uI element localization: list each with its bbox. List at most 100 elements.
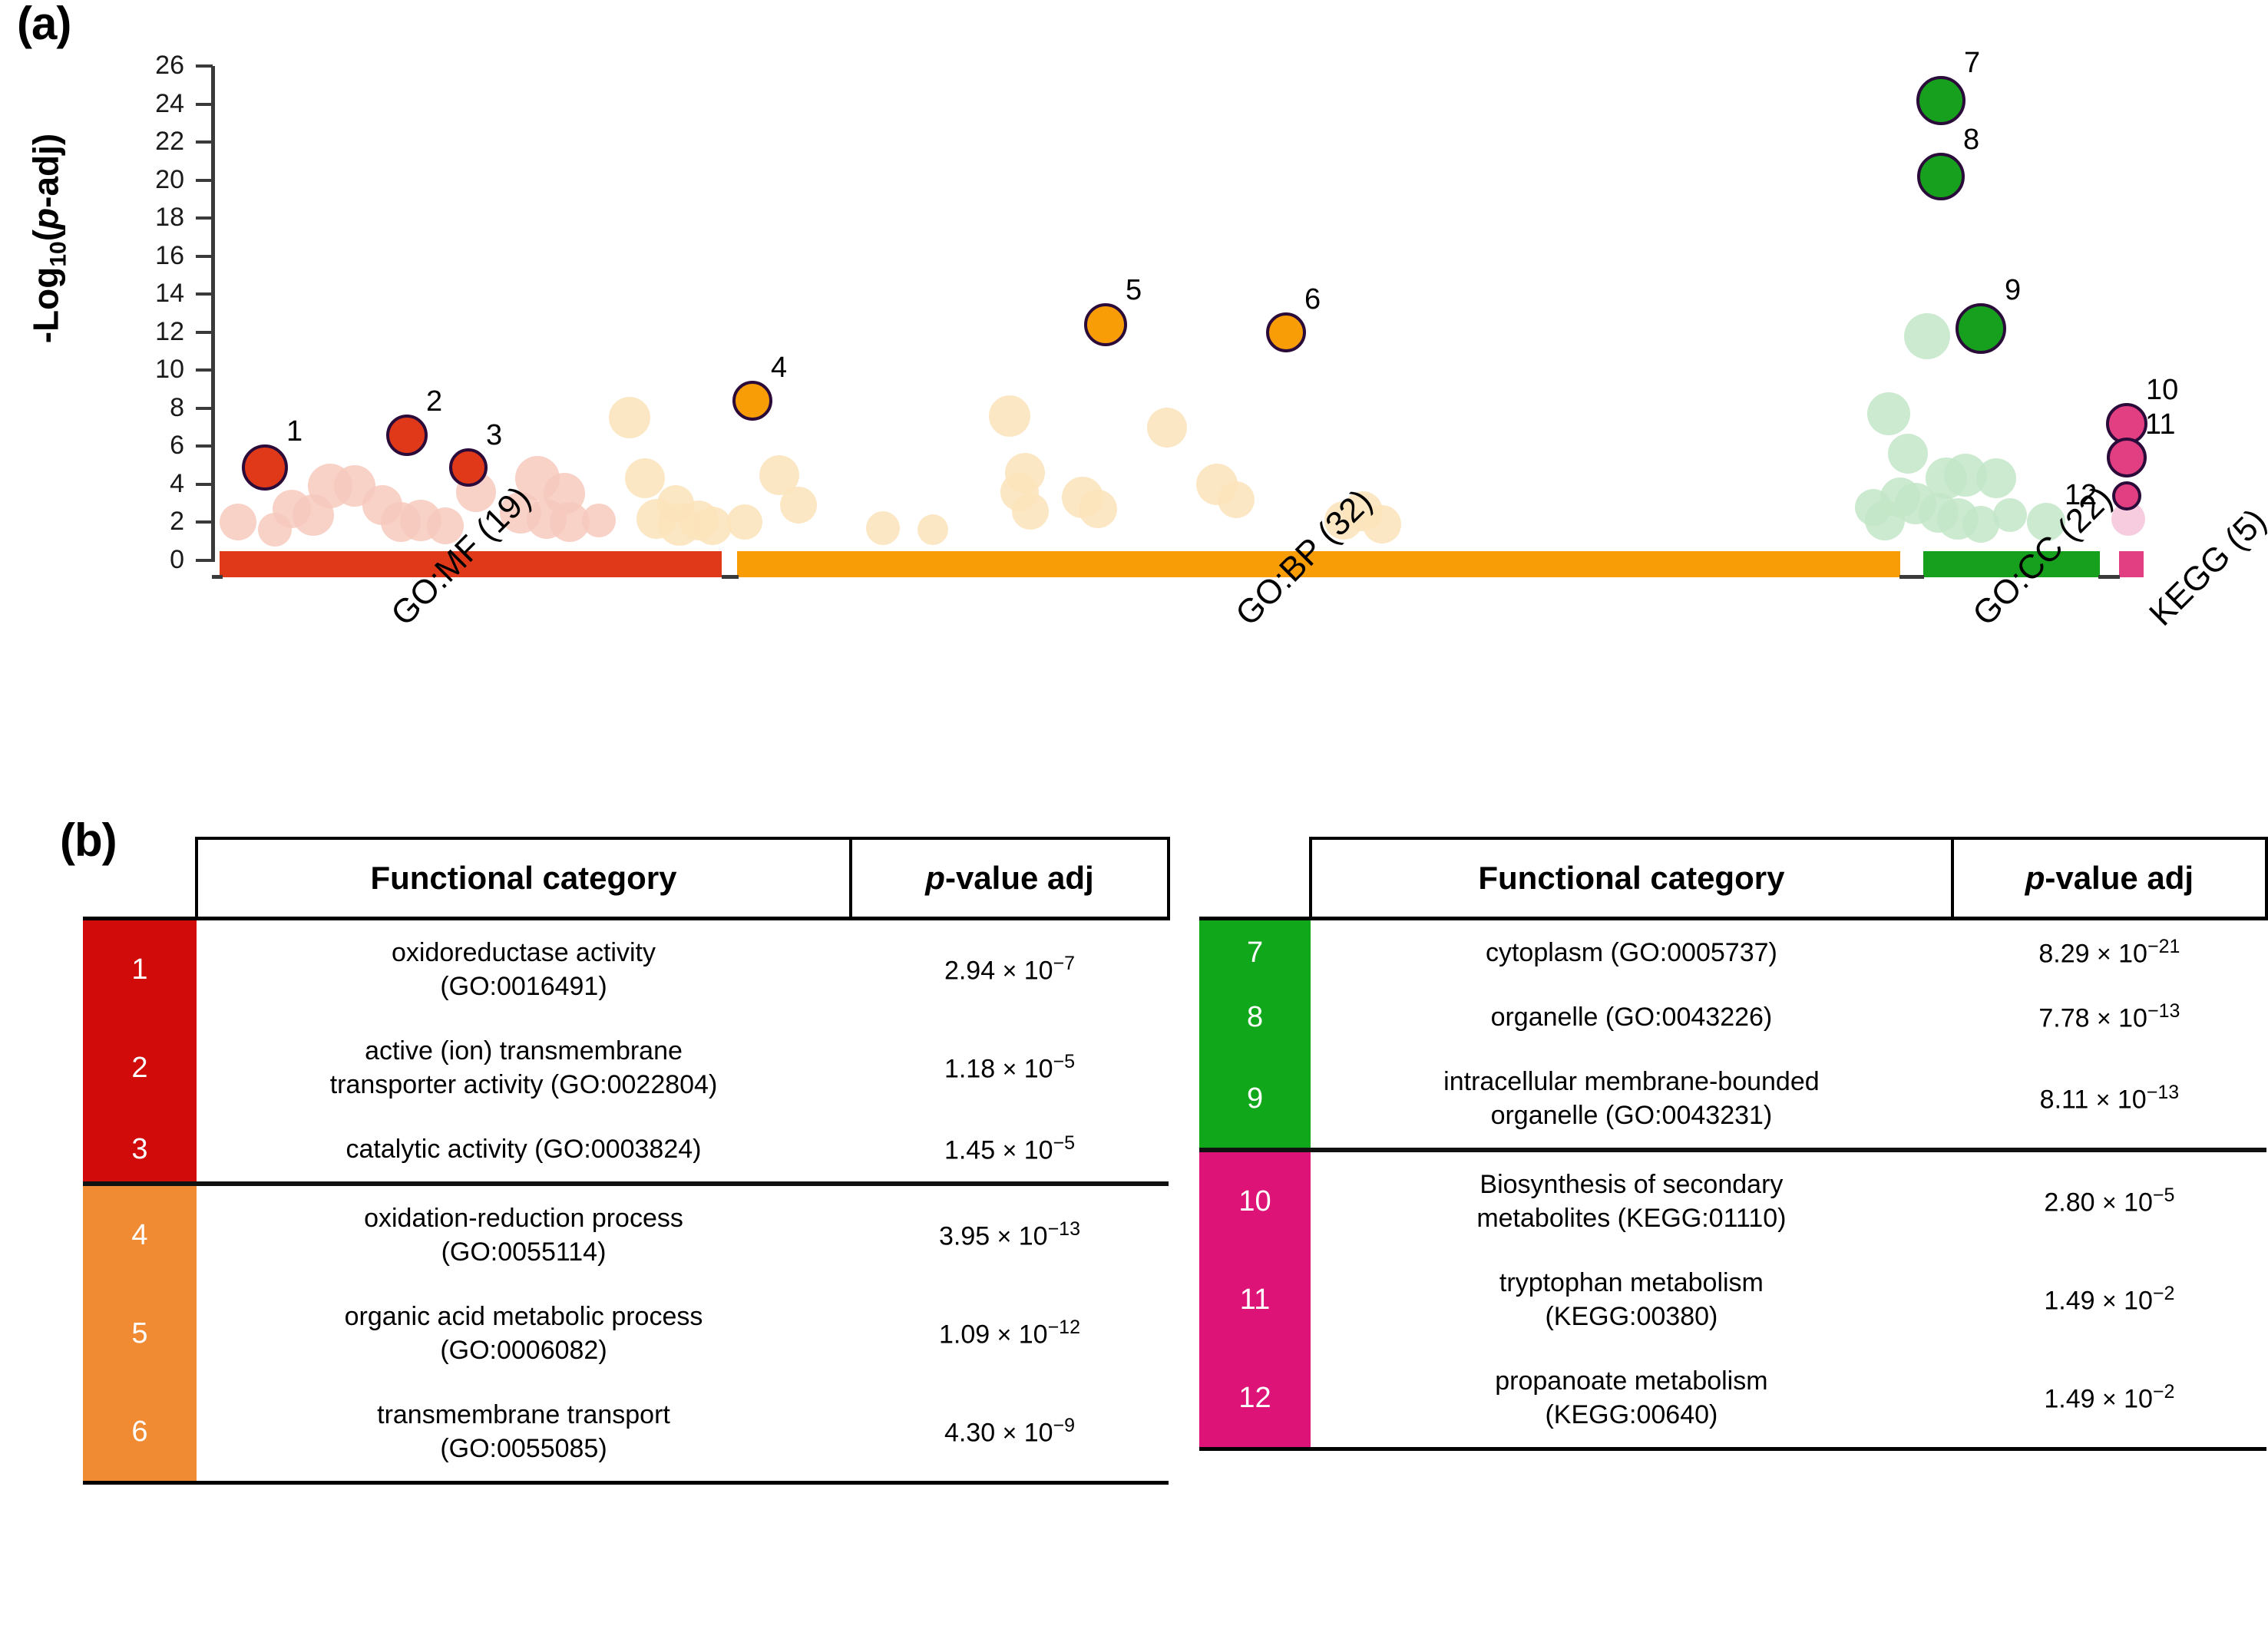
scatter-point-background [693,507,732,546]
x-axis-stub-1 [722,575,739,579]
scatter-point-label-3: 3 [486,418,503,451]
row-functional-category: transmembrane transport(GO:0055085) [197,1383,851,1485]
multiplication-sign: × [997,1222,1012,1251]
pvalue-header-italic: p [925,860,945,896]
scatter-point-background [866,510,900,545]
y-axis-label-prefix: -Log [25,266,66,344]
y-axis-tick-label: 20 [155,164,184,194]
row-functional-category: oxidoreductase activity(GO:0016491) [197,917,851,1019]
y-axis-tick [196,520,213,524]
scatter-point-background [1904,312,1950,359]
pvalue-exponent: −9 [1053,1415,1076,1437]
row-index-badge: 5 [83,1284,197,1383]
scatter-point-background [1888,434,1928,474]
y-axis-tick [196,216,213,220]
multiplication-sign: × [2101,1188,2117,1217]
y-axis-tick-label: 2 [170,507,184,537]
scatter-point-highlighted-8[interactable] [1917,152,1965,200]
category-bar-go-cc [1923,551,2100,577]
pvalue-exponent: −5 [1053,1132,1076,1155]
y-axis-tick [196,140,213,144]
scatter-point-background [1865,500,1905,540]
pvalue-exponent: −5 [1053,1051,1076,1073]
row-index-badge: 12 [1199,1349,1311,1451]
multiplication-sign: × [2101,1385,2117,1413]
row-pvalue-adj: 1.49 × 10−2 [2044,1283,2175,1316]
y-axis-label-rest: -adj) [25,133,66,208]
y-axis-tick-label: 14 [155,279,184,309]
scatter-point-background [1993,497,2027,532]
y-axis-tick-label: 4 [170,468,184,498]
table-header-pvalue-adj: p-value adj [849,837,1170,920]
y-axis-tick-label: 8 [170,392,184,422]
scatter-point-highlighted-6[interactable] [1266,312,1306,352]
scatter-point-background [1363,504,1401,544]
row-functional-category: organelle (GO:0043226) [1490,1003,1773,1032]
row-functional-category: propanoate metabolism(KEGG:00640) [1311,1349,1952,1451]
scatter-point-highlighted-11[interactable] [2107,438,2147,478]
table-row[interactable]: 11 tryptophan metabolism(KEGG:00380) 1.49 … [1199,1251,2266,1349]
scatter-point-highlighted-9[interactable] [1956,302,2006,354]
scatter-point-background [989,395,1030,437]
row-index-badge: 2 [83,1019,197,1117]
scatter-point-background [625,458,665,499]
row-index-badge: 3 [83,1117,197,1186]
category-bar-kegg [2119,551,2144,577]
pvalue-exponent: −13 [2146,1082,2180,1104]
row-pvalue-adj: 1.18 × 10−5 [944,1051,1076,1084]
scatter-point-label-6: 6 [1304,282,1321,316]
scatter-point-label-1: 1 [286,415,303,448]
y-axis-label-open: ( [25,229,66,242]
y-axis-tick [196,482,213,486]
scatter-point-highlighted-4[interactable] [732,380,772,421]
table-header-functional-category: Functional category [195,837,852,920]
table-header-index-spacer [83,838,197,919]
row-functional-category: cytoplasm (GO:0005737) [1311,917,1952,985]
scatter-point-highlighted-1[interactable] [242,444,288,491]
scatter-point-highlighted-3[interactable] [449,448,488,487]
y-axis-tick [196,559,213,562]
pvalue-exponent: −13 [1047,1218,1080,1241]
scatter-point-label-5: 5 [1126,273,1142,306]
scatter-point-background [1218,481,1255,518]
scatter-point-highlighted-10[interactable] [2106,402,2147,444]
panel-a-tag: (a) [17,0,71,49]
x-axis-stub-2 [1899,575,1924,579]
scatter-point-highlighted-7[interactable] [1916,75,1965,125]
pvalue-exponent: −7 [1053,953,1076,975]
scatter-point-label-7: 7 [1964,46,1981,79]
y-axis-tick [196,444,213,448]
row-functional-category: tryptophan metabolism(KEGG:00380) [1499,1268,1764,1331]
scatter-point-background [582,503,616,537]
table-header-pvalue-adj: p-value adj [1950,837,2268,920]
scatter-point-highlighted-12[interactable] [2112,481,2141,510]
scatter-point-label-8: 8 [1963,123,1980,156]
row-index-badge: 11 [1199,1251,1311,1349]
row-pvalue-adj: 1.09 × 10−12 [939,1317,1080,1350]
x-axis-stub-left [212,575,223,579]
scatter-point-highlighted-2[interactable] [386,414,428,456]
y-axis-tick [196,178,213,182]
scatter-point-highlighted-5[interactable] [1084,302,1127,346]
y-axis-label: -Log10(p-adj) [25,74,72,404]
table-header-index-spacer [1199,838,1311,919]
scatter-point-background [609,397,650,439]
pvalue-exponent: −21 [2147,936,2180,958]
